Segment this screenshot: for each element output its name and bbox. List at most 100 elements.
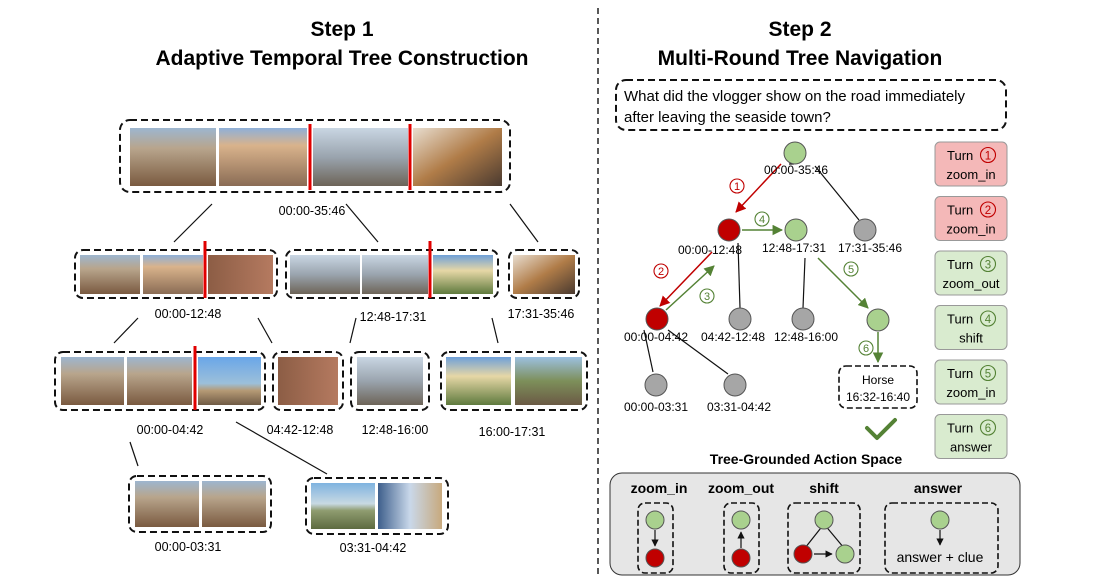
turn-action: shift xyxy=(959,331,983,346)
step1-title-line1: Step 1 xyxy=(310,18,373,41)
segment-frames-l1-c xyxy=(508,249,580,299)
turn-action: zoom_in xyxy=(946,167,995,182)
node-label-n5: 04:42-12:48 xyxy=(701,330,765,344)
arrow-step-3 xyxy=(665,265,715,311)
turn-number: 3 xyxy=(985,260,991,272)
step-marker-6: 6 xyxy=(858,340,874,356)
arrow-step-5 xyxy=(817,257,869,309)
node-label-n3: 17:31-35:46 xyxy=(838,241,902,255)
turn-word: Turn xyxy=(947,203,973,218)
turn-number: 2 xyxy=(985,205,991,217)
node-04-42-12-48 xyxy=(728,307,752,331)
node-label-n4: 00:00-04:42 xyxy=(624,330,688,344)
segment-frames-l2-b xyxy=(272,351,344,411)
action-zoom-in-label: zoom_in xyxy=(631,480,688,496)
check-icon xyxy=(865,418,897,440)
segment-frames-l1-b xyxy=(285,241,499,299)
node-label-n7: 00:00-03:31 xyxy=(624,400,688,414)
step1-title-line2: Adaptive Temporal Tree Construction xyxy=(155,47,528,70)
nav-tree-edges xyxy=(643,163,860,375)
segment-label-l3-a: 00:00-03:31 xyxy=(155,540,222,554)
action-space-title: Tree-Grounded Action Space xyxy=(710,451,903,467)
step-marker-3: 3 xyxy=(699,288,715,304)
turn-word: Turn xyxy=(947,366,973,381)
node-03-31-04-42 xyxy=(723,373,747,397)
action-answer-result: answer + clue xyxy=(897,549,984,565)
node-17-31-35-46 xyxy=(853,218,877,242)
turn-number: 5 xyxy=(985,369,991,381)
node-label-n8: 03:31-04:42 xyxy=(707,400,771,414)
svg-text:4: 4 xyxy=(759,214,765,226)
action-answer-label: answer xyxy=(914,480,963,496)
step2-title-line1: Step 2 xyxy=(768,18,831,41)
node-target xyxy=(866,308,890,332)
segment-frames-l1-a xyxy=(74,241,278,299)
question-box: What did the vlogger show on the road im… xyxy=(615,79,1007,131)
node-root xyxy=(783,141,807,165)
step-marker-5: 5 xyxy=(843,261,859,277)
answer-box: Horse 16:32-16:40 xyxy=(838,365,918,409)
step-marker-4: 4 xyxy=(754,211,770,227)
node-00-00-12-48 xyxy=(717,218,741,242)
segment-frames-l2-c xyxy=(350,351,430,411)
svg-text:What did the vlogger show on t: What did the vlogger show on the road im… xyxy=(624,88,966,105)
turn-number: 1 xyxy=(985,151,991,163)
svg-text:1: 1 xyxy=(734,181,740,193)
step1-tree-edges xyxy=(113,203,539,475)
segment-frames-l3-a xyxy=(128,475,272,533)
turn-box-1: Turn 1 zoom_in xyxy=(934,141,1008,187)
turn-action: zoom_in xyxy=(946,222,995,237)
segment-label-l1-c: 17:31-35:46 xyxy=(508,307,575,321)
svg-text:3: 3 xyxy=(704,291,710,303)
action-zoom-out-label: zoom_out xyxy=(708,480,774,496)
turn-word: Turn xyxy=(947,312,973,327)
segment-frames-l2-d xyxy=(440,351,588,411)
segment-frames-l2-a xyxy=(54,346,266,411)
node-00-00-03-31 xyxy=(644,373,668,397)
segment-frames-l3-b xyxy=(305,477,449,535)
arrow-step-2 xyxy=(659,251,713,307)
turn-box-5: Turn 5 zoom_in xyxy=(934,359,1008,405)
turn-box-6: Turn 6 answer xyxy=(934,414,1008,459)
turn-action: answer xyxy=(950,440,993,455)
node-12-48-17-31 xyxy=(784,218,808,242)
svg-text:Horse: Horse xyxy=(862,373,894,387)
segment-label-l1-b: 12:48-17:31 xyxy=(360,310,427,324)
svg-text:2: 2 xyxy=(658,266,664,278)
turn-box-2: Turn 2 zoom_in xyxy=(934,196,1008,241)
node-00-00-04-42 xyxy=(645,307,669,331)
segment-label-l2-b: 04:42-12:48 xyxy=(267,423,334,437)
turn-word: Turn xyxy=(947,148,973,163)
node-label-n1: 00:00-12:48 xyxy=(678,243,742,257)
step2-title-line2: Multi-Round Tree Navigation xyxy=(658,47,943,70)
segment-label-l1-a: 00:00-12:48 xyxy=(155,307,222,321)
svg-text:5: 5 xyxy=(848,264,854,276)
svg-text:after leaving the seaside town: after leaving the seaside town? xyxy=(624,109,831,126)
step-marker-2: 2 xyxy=(653,263,669,279)
segment-label-l3-b: 03:31-04:42 xyxy=(340,541,407,555)
turn-action: zoom_in xyxy=(946,385,995,400)
segment-label-l2-a: 00:00-04:42 xyxy=(137,423,204,437)
node-12-48-16-00 xyxy=(791,307,815,331)
turn-word: Turn xyxy=(947,421,973,436)
svg-text:16:32-16:40: 16:32-16:40 xyxy=(846,390,910,404)
node-label-n2: 12:48-17:31 xyxy=(762,241,826,255)
step-marker-1: 1 xyxy=(729,178,745,194)
segment-label-l2-d: 16:00-17:31 xyxy=(479,425,546,439)
action-space-panel: zoom_in zoom_out shift answer answer + c… xyxy=(609,472,1021,576)
turn-number: 4 xyxy=(985,314,992,326)
segment-label-root: 00:00-35:46 xyxy=(279,204,346,218)
segment-label-l2-c: 12:48-16:00 xyxy=(362,423,429,437)
svg-text:6: 6 xyxy=(863,343,869,355)
arrow-step-1 xyxy=(735,163,782,213)
turn-number: 6 xyxy=(985,423,991,435)
node-label-n6: 12:48-16:00 xyxy=(774,330,838,344)
root-clip-frames xyxy=(119,119,511,193)
turn-word: Turn xyxy=(947,257,973,272)
action-shift-label: shift xyxy=(809,480,839,496)
node-label-root: 00:00-35:46 xyxy=(764,163,828,177)
